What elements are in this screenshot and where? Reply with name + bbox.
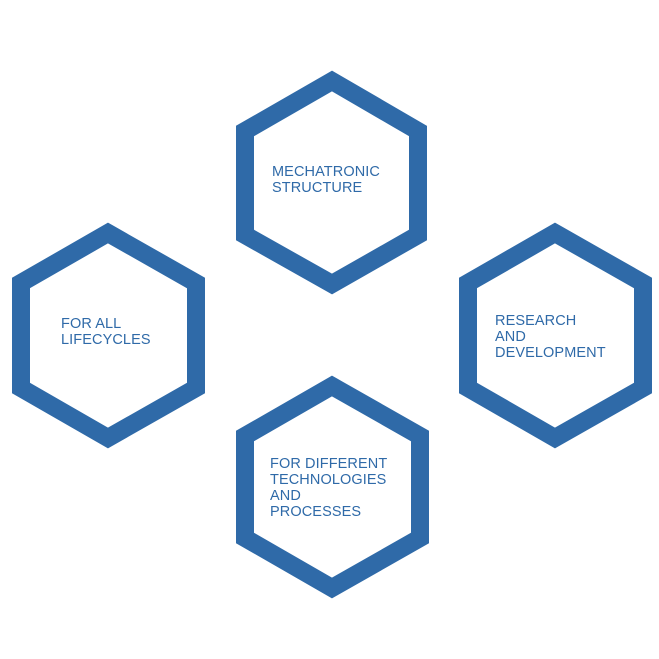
label-line: TECHNOLOGIES [270, 472, 387, 488]
hexagon-for-different-technologies [236, 375, 429, 599]
label-line: FOR DIFFERENT [270, 456, 388, 472]
hexagon-for-all-lifecycles [12, 222, 205, 449]
hexagon-mechatronic-structure [236, 70, 427, 295]
label-line: AND [495, 329, 526, 345]
label-line: LIFECYCLES [61, 332, 151, 348]
label-for-different-technologies: FOR DIFFERENT TECHNOLOGIES AND PROCESSES [270, 456, 387, 520]
label-line: MECHATRONIC [272, 164, 380, 180]
label-research-and-development: RESEARCH AND DEVELOPMENT [495, 313, 606, 361]
label-line: STRUCTURE [272, 180, 363, 196]
label-for-all-lifecycles: FOR ALL LIFECYCLES [61, 316, 151, 348]
label-line: FOR ALL [61, 316, 122, 332]
label-line: DEVELOPMENT [495, 345, 606, 361]
label-line: PROCESSES [270, 504, 362, 520]
hexagon-research-and-development [459, 222, 652, 449]
label-mechatronic-structure: MECHATRONIC STRUCTURE [272, 164, 380, 196]
label-line: RESEARCH [495, 313, 577, 329]
label-line: AND [270, 488, 301, 504]
